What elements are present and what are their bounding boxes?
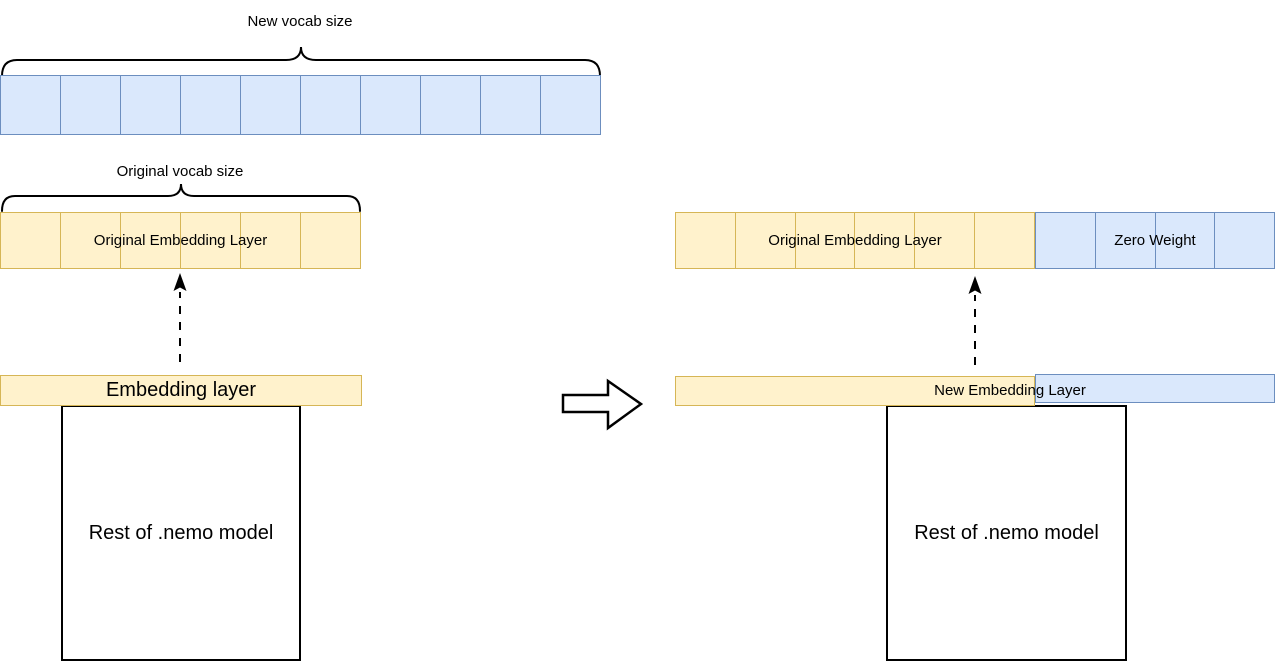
vocab-cell	[914, 213, 974, 268]
rest-of-model-box-left: Rest of .nemo model	[61, 405, 301, 661]
vocab-cell	[480, 76, 540, 134]
vocab-cell	[60, 76, 120, 134]
vocab-cell	[540, 76, 600, 134]
vocab-cell	[1, 76, 60, 134]
embedding-layer-label: Embedding layer	[105, 379, 257, 401]
new-vocab-brace	[1, 46, 601, 77]
vocab-cell	[676, 213, 735, 268]
vocab-cell	[1036, 213, 1095, 268]
dashed-arrow-right	[968, 276, 982, 365]
new-vocab-size-label: New vocab size	[247, 13, 353, 30]
new-vocab-bar	[0, 75, 601, 135]
vocab-cell	[240, 213, 300, 268]
original-embedding-bar: Original Embedding Layer	[0, 212, 361, 269]
original-vocab-brace	[1, 183, 361, 212]
vocab-cell	[120, 213, 180, 268]
vocab-cell	[60, 213, 120, 268]
vocab-cell	[1214, 213, 1274, 268]
zero-weight-bar: Zero Weight	[1035, 212, 1275, 269]
original-vocab-size-label: Original vocab size	[116, 163, 244, 180]
dashed-arrow-left	[173, 273, 187, 362]
transform-arrow	[561, 378, 644, 431]
vocab-cell	[300, 213, 360, 268]
vocab-cell	[974, 213, 1034, 268]
new-embedding-bar-original-part	[675, 376, 1035, 406]
rest-of-model-label-left: Rest of .nemo model	[88, 521, 274, 544]
vocab-cell	[240, 76, 300, 134]
vocab-cell	[300, 76, 360, 134]
vocab-cell	[180, 76, 240, 134]
new-embedding-bar-zero-part	[1035, 374, 1275, 403]
rest-of-model-label-right: Rest of .nemo model	[914, 521, 1099, 544]
original-embedding-bar-right: Original Embedding Layer	[675, 212, 1035, 269]
vocab-cell	[120, 76, 180, 134]
new-embedding-layer-label: New Embedding Layer	[934, 382, 1086, 399]
vocab-cell	[1, 213, 60, 268]
vocab-cell	[1094, 213, 1155, 268]
rest-of-model-box-right: Rest of .nemo model	[886, 405, 1127, 661]
vocab-cell	[180, 213, 240, 268]
vocab-cell	[360, 76, 420, 134]
vocab-cell	[794, 213, 855, 268]
vocab-cell	[420, 76, 480, 134]
vocab-cell	[1154, 213, 1215, 268]
embedding-layer-bar: Embedding layer	[0, 375, 362, 406]
vocab-cell	[734, 213, 795, 268]
vocab-cell	[854, 213, 914, 268]
